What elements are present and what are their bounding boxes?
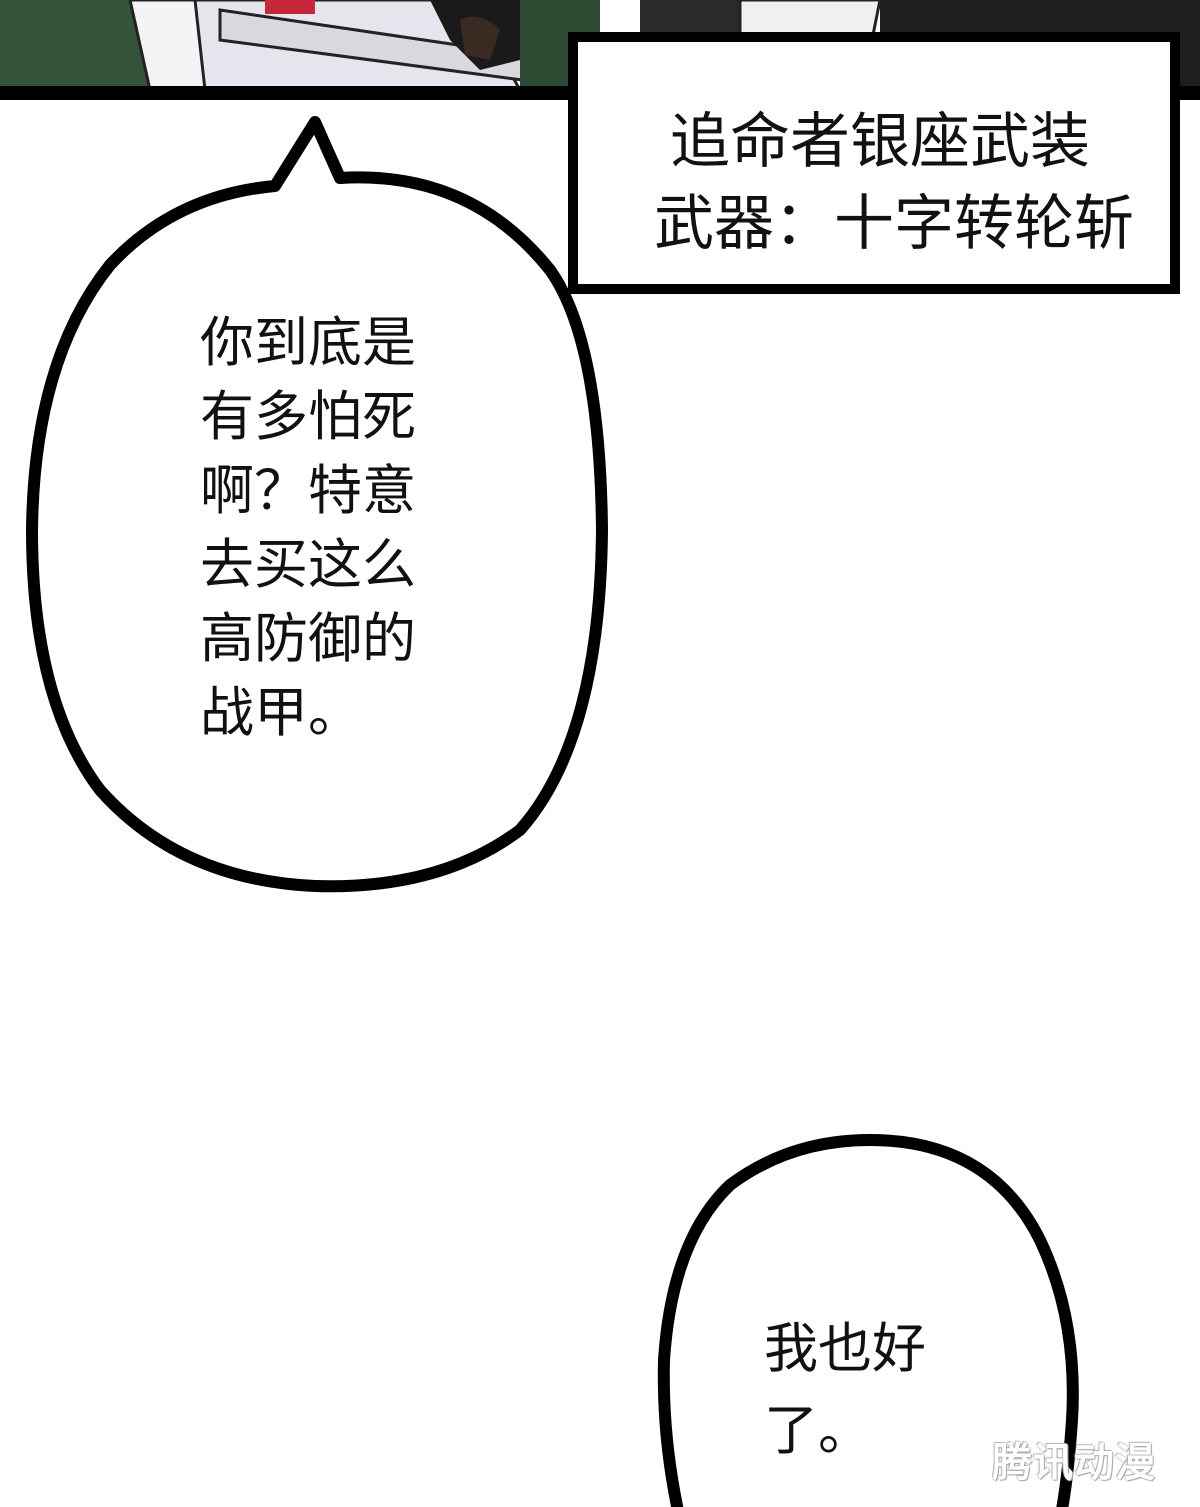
speech-bubble-2-text: 我也好 了。: [764, 1308, 926, 1472]
caption-line-weapon-series: 追命者银座武装: [670, 107, 1090, 177]
bubble-1-line: 高防御的: [200, 607, 416, 670]
bubble-1-line: 你到底是: [200, 311, 416, 374]
bubble-1-line: 啊？特意: [200, 459, 416, 522]
speech-bubble-1: [26, 116, 608, 893]
red-accent: [265, 0, 315, 14]
bubble-1-line: 去买这么: [200, 533, 416, 596]
white-sleeve: [128, 0, 212, 90]
caption-line-weapon-name: 武器：十字转轮斩: [654, 189, 1134, 259]
publisher-watermark: 腾讯动漫: [992, 1440, 1156, 1486]
caption-box: 追命者银座武装 武器：十字转轮斩: [568, 32, 1180, 294]
bubble-2-line: 我也好: [764, 1317, 926, 1380]
bubble-2-line: 了。: [764, 1399, 872, 1462]
speech-bubble-2: [657, 1134, 1079, 1507]
speech-bubble-1-text: 你到底是 有多怕死 啊？特意 去买这么 高防御的 战甲。: [200, 306, 416, 750]
bubble-1-line: 战甲。: [200, 681, 362, 744]
hand: [460, 16, 500, 61]
bubble-1-line: 有多怕死: [200, 385, 416, 448]
